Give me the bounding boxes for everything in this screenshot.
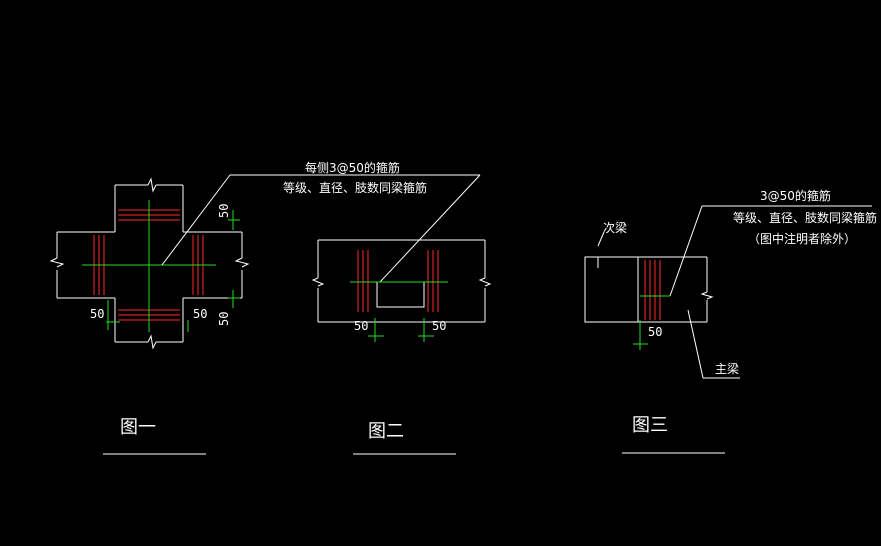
dims-green-figure3 xyxy=(633,295,670,350)
figure3-note: 3@50的箍筋 等级、直径、肢数同梁箍筋 （图中注明者除外） xyxy=(669,188,877,297)
centerlines-green xyxy=(82,200,240,332)
figure3-note-line1: 3@50的箍筋 xyxy=(760,188,831,203)
figure-1: 50 50 50 50 图一 xyxy=(49,174,250,455)
dim-50-bottom-right: 50 xyxy=(193,307,207,321)
figure3-note-line2: 等级、直径、肢数同梁箍筋 xyxy=(733,210,877,225)
label-secondary-beam: 次梁 xyxy=(603,220,627,235)
dim-50-top: 50 xyxy=(217,204,231,218)
figure2-note-line1: 每侧3@50的箍筋 xyxy=(305,160,400,175)
figure3-caption: 图三 xyxy=(632,415,668,436)
label-main-beam: 主梁 xyxy=(715,361,739,376)
leader-line-figure1 xyxy=(161,174,231,266)
dim-50-right-figure2: 50 xyxy=(432,319,446,333)
figure3-note-line3: （图中注明者除外） xyxy=(748,231,856,246)
beam-outline xyxy=(311,239,492,323)
beam-junction-outline xyxy=(584,231,740,379)
figure2-caption: 图二 xyxy=(368,421,404,442)
figure2-note: 每侧3@50的箍筋 等级、直径、肢数同梁箍筋 xyxy=(230,160,481,283)
stirrups-red-figure3 xyxy=(644,260,661,320)
stirrups-red-figure2 xyxy=(357,250,439,312)
dim-50-figure3: 50 xyxy=(648,325,662,339)
figure-3: 3@50的箍筋 等级、直径、肢数同梁箍筋 （图中注明者除外） xyxy=(584,188,877,454)
dim-50-left-figure2: 50 xyxy=(354,319,368,333)
cross-beam-outline xyxy=(49,177,250,350)
dim-50-right-lower: 50 xyxy=(217,312,231,326)
dims-green-figure2 xyxy=(350,281,448,342)
figure-2: 每侧3@50的箍筋 等级、直径、肢数同梁箍筋 xyxy=(230,160,492,455)
figure1-caption: 图一 xyxy=(120,417,156,438)
dim-50-left: 50 xyxy=(90,307,104,321)
figure2-note-line2: 等级、直径、肢数同梁箍筋 xyxy=(283,180,427,195)
